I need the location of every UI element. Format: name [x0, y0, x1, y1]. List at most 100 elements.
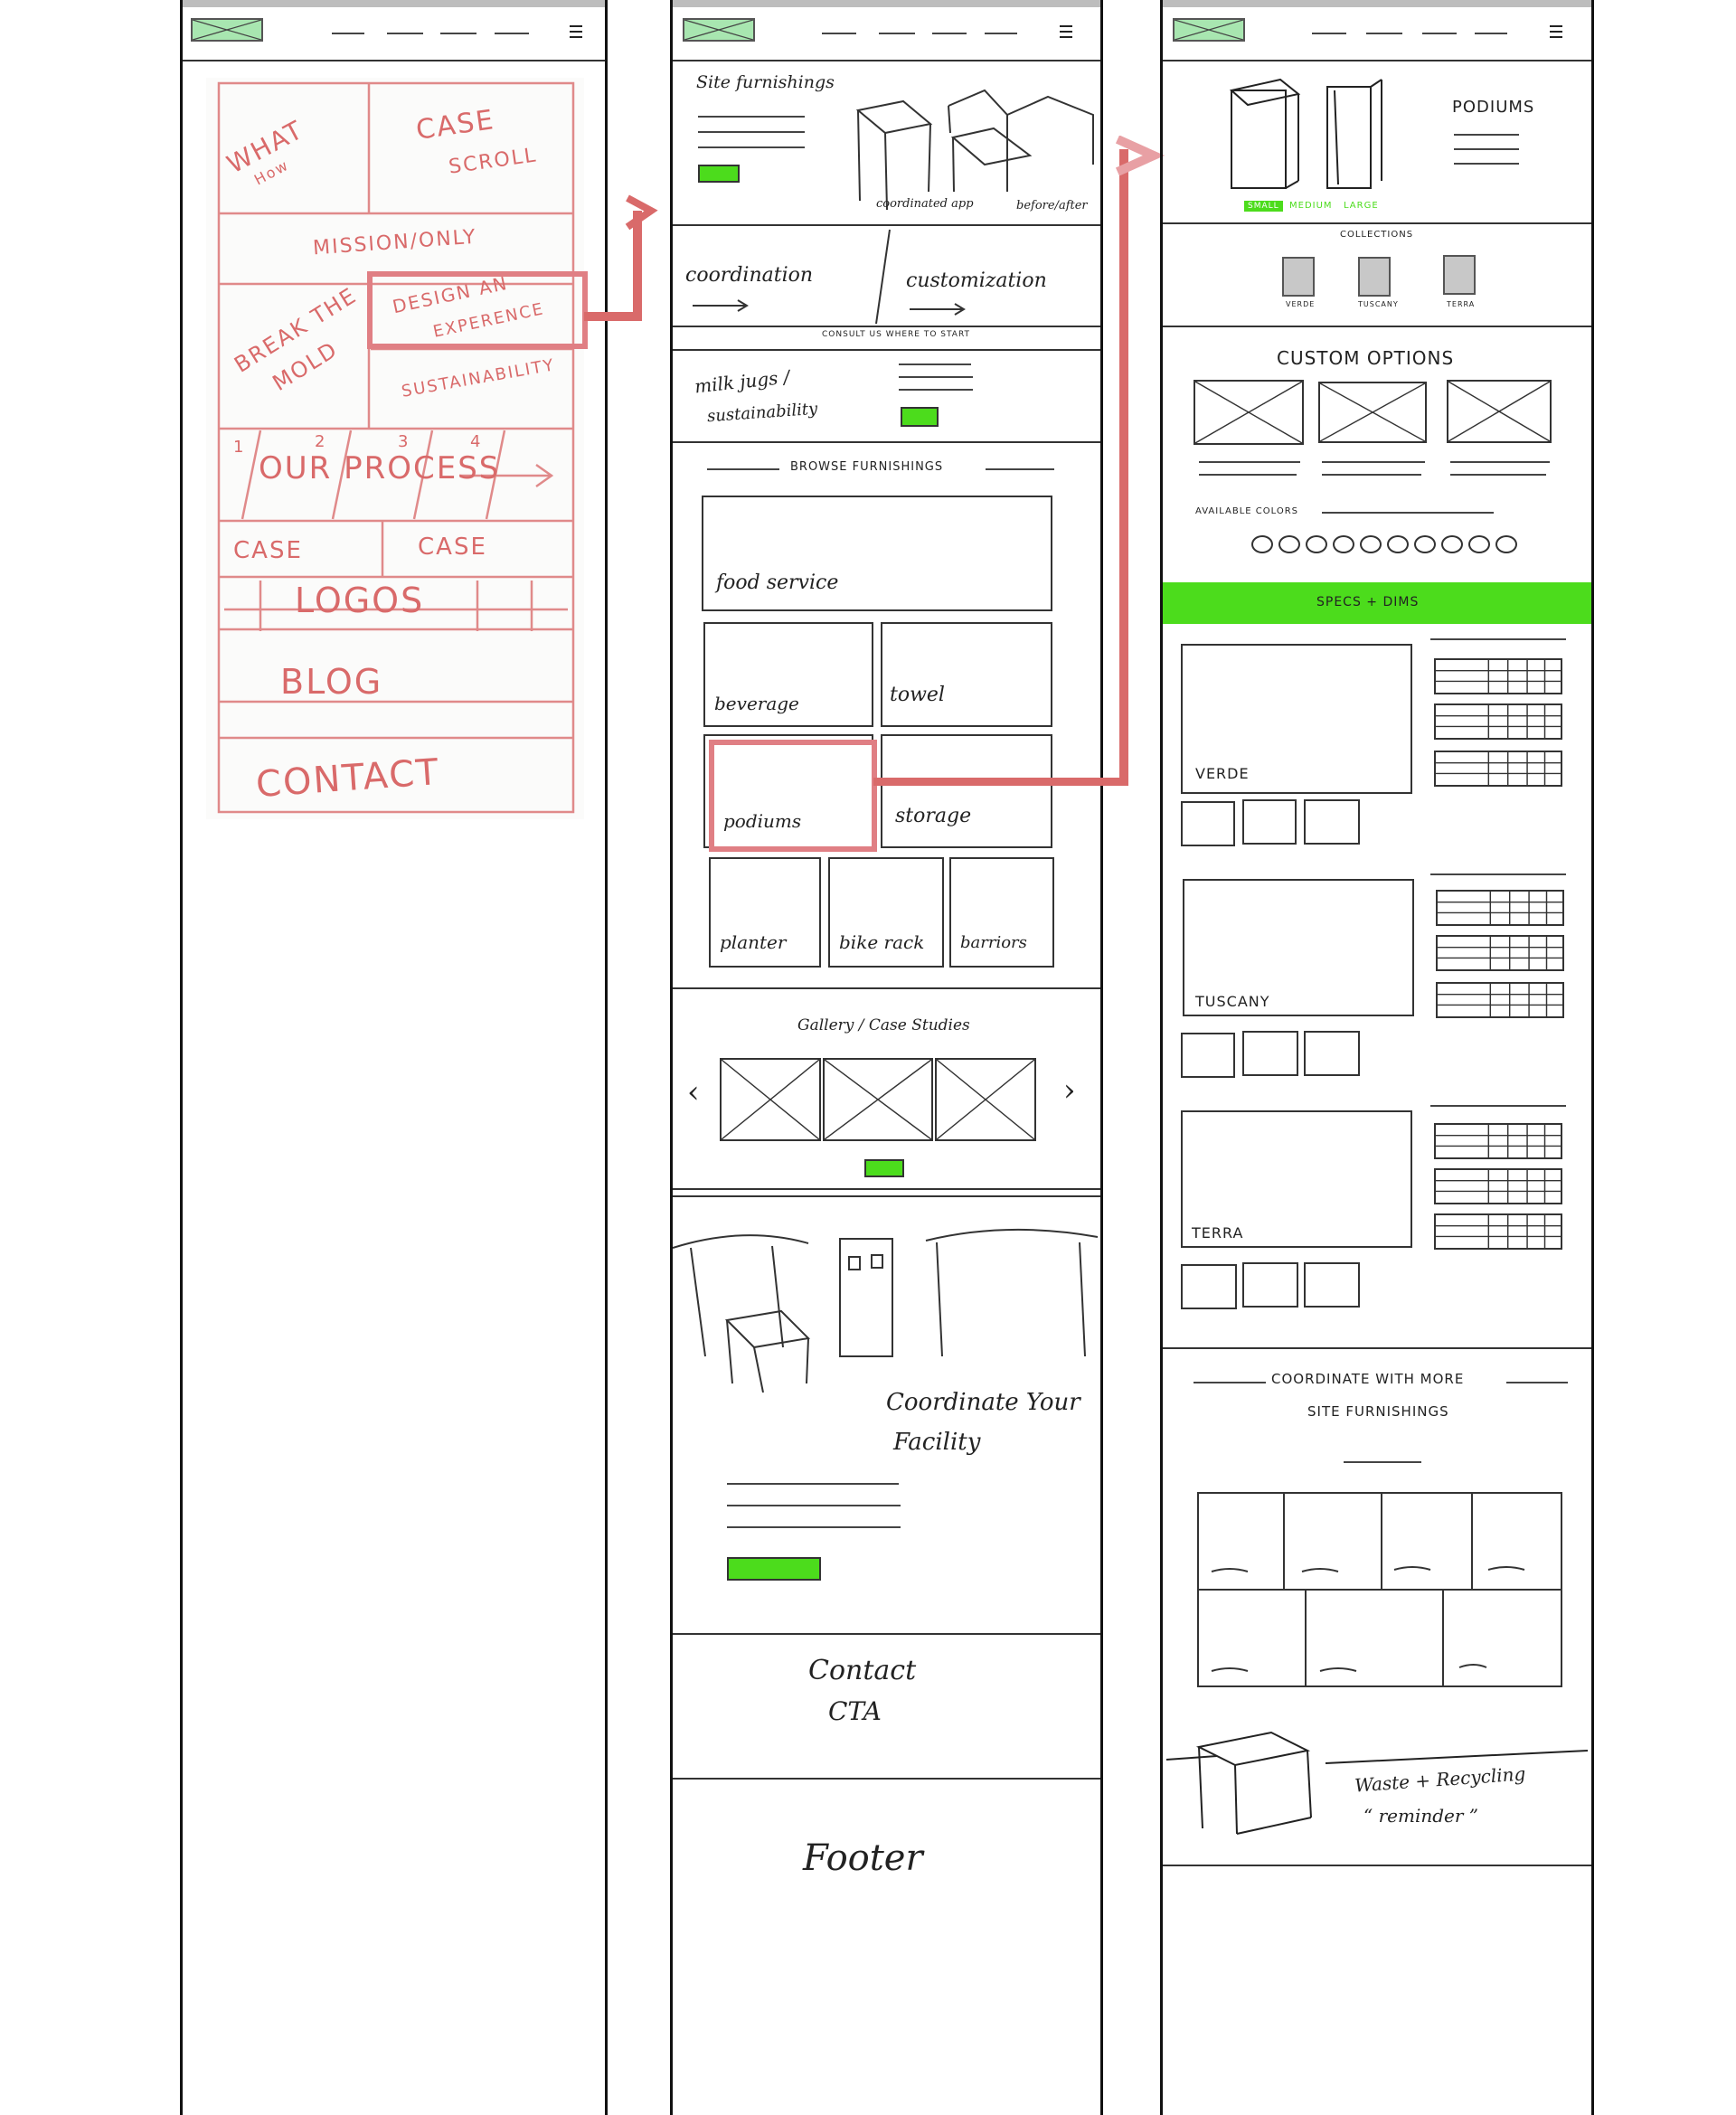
nav-link[interactable]: [440, 33, 476, 34]
gallery-image[interactable]: [823, 1058, 933, 1141]
size-large-button[interactable]: LARGE: [1344, 201, 1379, 211]
nav-link[interactable]: [822, 33, 856, 34]
logo-placeholder[interactable]: [191, 18, 263, 42]
facility-cta-button[interactable]: [727, 1557, 821, 1581]
contact-cta-label[interactable]: CTA: [828, 1696, 882, 1726]
hamburger-icon[interactable]: [1550, 25, 1562, 38]
gallery-next-arrow[interactable]: ›: [1063, 1072, 1076, 1109]
product-image-terra[interactable]: [1181, 1110, 1412, 1248]
section-divider: [1163, 1347, 1591, 1349]
spec-table: [1436, 982, 1564, 1018]
nav-link[interactable]: [879, 33, 915, 34]
collection-swatch-tuscany[interactable]: [1358, 257, 1391, 297]
spec-table: [1434, 1123, 1562, 1159]
product-thumb[interactable]: [1304, 1262, 1360, 1308]
hero-cta-button[interactable]: [698, 165, 740, 183]
size-small-button[interactable]: SMALL: [1244, 201, 1283, 212]
color-swatch[interactable]: [1306, 535, 1327, 553]
highlight-podiums: [709, 740, 877, 852]
coordination-label[interactable]: coordination: [685, 264, 814, 287]
wb-blog: BLOG: [280, 662, 383, 702]
color-swatch[interactable]: [1360, 535, 1382, 553]
product-thumb[interactable]: [1304, 799, 1360, 845]
collection-label: TUSCANY: [1358, 300, 1399, 308]
specs-dims-label: SPECS + DIMS: [1316, 595, 1420, 609]
spec-table: [1434, 658, 1562, 694]
facility-text-line: [727, 1505, 901, 1506]
size-medium-button[interactable]: MEDIUM: [1289, 201, 1333, 211]
logo-placeholder[interactable]: [683, 18, 755, 42]
product-thumb[interactable]: [1304, 1031, 1360, 1076]
nav-link[interactable]: [1366, 33, 1402, 34]
gallery-cta-button[interactable]: [864, 1159, 904, 1177]
nav-link[interactable]: [1312, 33, 1346, 34]
customization-label[interactable]: customization: [906, 269, 1047, 292]
custom-option-image[interactable]: [1318, 382, 1427, 443]
logo-placeholder[interactable]: [1173, 18, 1245, 42]
nav-link[interactable]: [932, 33, 967, 34]
tile-planter[interactable]: [709, 857, 821, 968]
custom-option-image[interactable]: [1194, 380, 1304, 445]
highlight-design-experience: [367, 271, 588, 349]
contact-title[interactable]: Contact: [808, 1655, 917, 1686]
wb-process-num-3: 3: [398, 432, 410, 451]
tile-bike-rack[interactable]: [828, 857, 944, 968]
connector-arrow-1: [584, 312, 640, 321]
color-swatch[interactable]: [1495, 535, 1517, 553]
option-text-line: [1322, 461, 1425, 463]
tile-label: bike rack: [839, 931, 925, 953]
tile-beverage[interactable]: [703, 622, 873, 727]
product-image-verde[interactable]: [1181, 644, 1412, 794]
product-thumb[interactable]: [1181, 1033, 1235, 1078]
color-swatch[interactable]: [1278, 535, 1300, 553]
hero-text-line: [698, 131, 805, 133]
color-swatch[interactable]: [1441, 535, 1463, 553]
section-divider: [673, 441, 1100, 443]
collection-swatch-verde[interactable]: [1282, 257, 1315, 297]
wb-logos: LOGOS: [295, 581, 425, 620]
product-image-tuscany[interactable]: [1183, 879, 1414, 1016]
specs-dims-bar[interactable]: [1163, 582, 1591, 624]
nav-bar: [1163, 7, 1591, 61]
product-thumb[interactable]: [1242, 1031, 1298, 1076]
hero-product-sketch: [855, 89, 1094, 211]
consult-label[interactable]: CONSULT US WHERE TO START: [822, 330, 971, 339]
nav-link[interactable]: [495, 33, 529, 34]
nav-link[interactable]: [1422, 33, 1457, 34]
color-swatch[interactable]: [1251, 535, 1273, 553]
wb-process: OUR PROCESS: [259, 450, 501, 486]
product-thumb[interactable]: [1181, 801, 1235, 846]
gallery-image[interactable]: [720, 1058, 821, 1141]
milk-cta-button[interactable]: [901, 407, 939, 427]
hamburger-icon[interactable]: [1060, 25, 1072, 38]
color-swatch[interactable]: [1387, 535, 1409, 553]
nav-link[interactable]: [332, 33, 364, 34]
waste-bin-sketch: [1165, 1731, 1589, 1835]
gallery-prev-arrow[interactable]: ‹: [687, 1074, 700, 1110]
tile-label: barriors: [960, 933, 1027, 952]
hamburger-icon[interactable]: [570, 25, 582, 38]
gallery-image[interactable]: [935, 1058, 1036, 1141]
nav-link[interactable]: [1475, 33, 1507, 34]
product-thumb[interactable]: [1242, 1262, 1298, 1308]
collection-swatch-terra[interactable]: [1443, 255, 1476, 295]
milk-text-line: [899, 389, 973, 391]
option-text-line: [1450, 474, 1546, 476]
color-swatch[interactable]: [1333, 535, 1354, 553]
section-divider: [673, 987, 1100, 989]
tile-towel[interactable]: [881, 622, 1052, 727]
tile-barriors[interactable]: [949, 857, 1054, 968]
product-name: TERRA: [1192, 1224, 1244, 1242]
podiums-text-line: [1454, 148, 1519, 150]
product-thumb[interactable]: [1181, 1264, 1237, 1309]
tile-storage[interactable]: [881, 734, 1052, 848]
color-swatch[interactable]: [1468, 535, 1490, 553]
tile-food-service[interactable]: [702, 496, 1052, 611]
color-swatch[interactable]: [1414, 535, 1436, 553]
podium-product-sketch: [1229, 78, 1382, 189]
product-name: TUSCANY: [1195, 993, 1270, 1010]
product-thumb[interactable]: [1242, 799, 1297, 845]
nav-link[interactable]: [985, 33, 1017, 34]
custom-option-image[interactable]: [1447, 380, 1552, 443]
nav-link[interactable]: [387, 33, 423, 34]
